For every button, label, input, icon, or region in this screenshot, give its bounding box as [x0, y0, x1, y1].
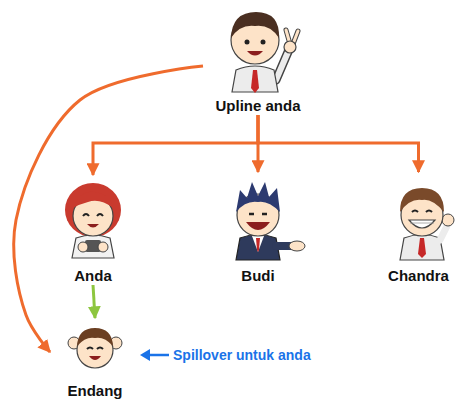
person-name: Anda — [74, 267, 112, 285]
person-node: Chandra — [380, 172, 457, 285]
connector-arrow — [257, 115, 260, 172]
person-name: Endang — [68, 382, 123, 400]
person-node: Anda — [48, 175, 138, 285]
anda-character — [65, 183, 121, 258]
person-node: Budi — [213, 172, 303, 285]
endang-character — [68, 328, 122, 368]
person-name: Upline anda — [215, 97, 300, 115]
person-node: Endang — [50, 318, 140, 400]
chandra-character — [400, 188, 454, 260]
connector-arrow — [14, 66, 203, 352]
connector-arrow — [93, 285, 95, 318]
connector-arrow — [93, 115, 258, 175]
connector-arrow — [258, 115, 419, 172]
callout-label: Spillover untuk anda — [173, 346, 311, 364]
person-node: Upline anda — [203, 0, 313, 115]
pointer-arrow — [140, 349, 169, 361]
upline-character — [231, 12, 298, 93]
person-name: Budi — [241, 267, 274, 285]
budi-character — [236, 182, 305, 260]
person-name: Chandra — [388, 267, 449, 285]
